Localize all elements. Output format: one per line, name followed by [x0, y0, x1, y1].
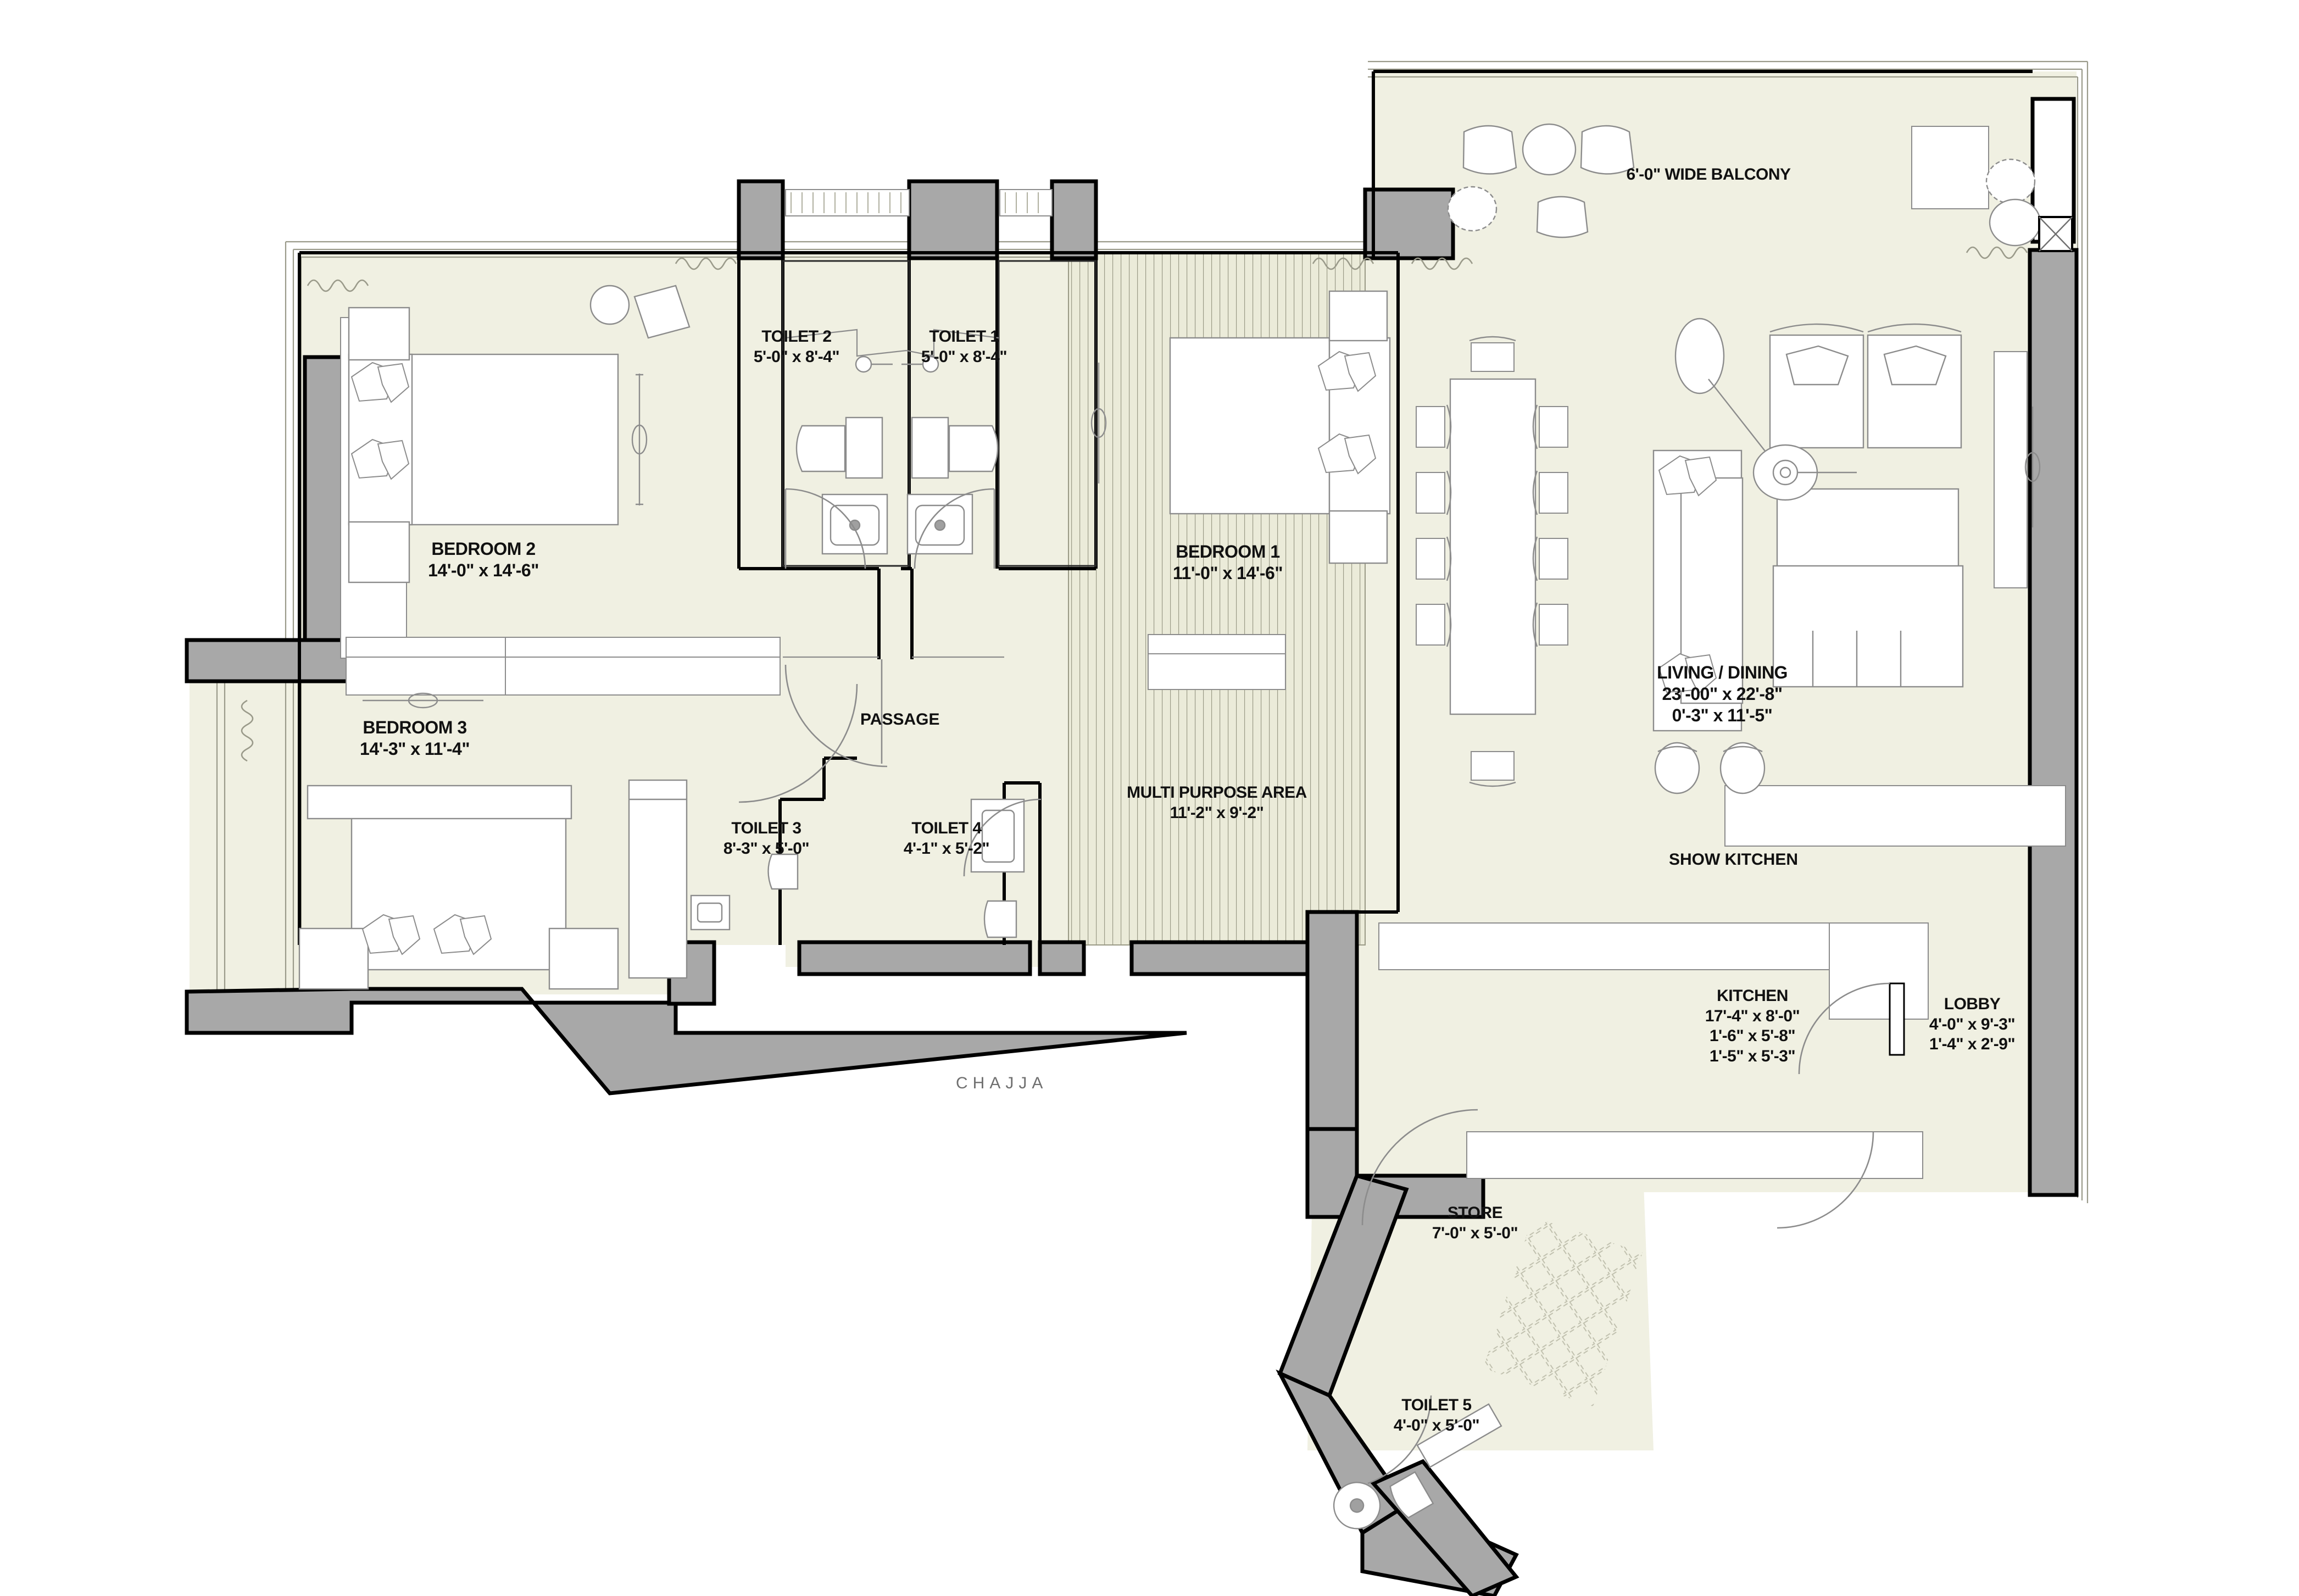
room-dimension: 23'-00" x 22'-8" — [1662, 684, 1783, 704]
room-label-multi-purpose: MULTI PURPOSE AREA 11'-2" x 9'-2" — [1079, 783, 1354, 823]
room-name: STORE — [1447, 1204, 1503, 1222]
room-label-living-dining: LIVING / DINING 23'-00" x 22'-8" 0'-3" x… — [1621, 662, 1824, 726]
curtain-symbols — [241, 246, 2028, 762]
room-name: KITCHEN — [1717, 987, 1788, 1005]
room-label-toilet1: TOILET 1 5'-0" x 8'-4" — [893, 327, 1036, 367]
room-name: LOBBY — [1944, 995, 2001, 1013]
bedroom2-furniture — [348, 285, 691, 583]
room-label-toilet2: TOILET 2 5'-0" x 8'-4" — [725, 327, 868, 367]
door-swings — [738, 488, 1890, 1484]
room-name: TOILET 5 — [1401, 1396, 1472, 1414]
room-dimension: 11'-0" x 14'-6" — [1173, 563, 1283, 583]
room-dimension-3: 1'-5" x 5'-3" — [1709, 1047, 1796, 1065]
room-dimension: 14'-0" x 14'-6" — [428, 560, 539, 581]
room-name: MULTI PURPOSE AREA — [1127, 783, 1307, 802]
bedroom3-furniture — [298, 779, 688, 990]
room-label-toilet4: TOILET 4 4'-1" x 5'-2" — [883, 819, 1010, 859]
room-name: 6'-0" WIDE BALCONY — [1626, 165, 1791, 183]
room-label-kitchen: KITCHEN 17'-4" x 8'-0" 1'-6" x 5'-8" 1'-… — [1667, 986, 1838, 1066]
room-name: TOILET 2 — [761, 327, 832, 346]
room-dimension-2: 1'-6" x 5'-8" — [1709, 1027, 1796, 1046]
room-label-toilet3: TOILET 3 8'-3" x 5'-0" — [698, 819, 835, 859]
windows — [340, 126, 2066, 1179]
room-dimension: 8'-3" x 5'-0" — [723, 839, 810, 858]
interior-thin-lines — [783, 329, 1004, 658]
room-dimension: 11'-2" x 9'-2" — [1170, 803, 1264, 822]
room-name: BEDROOM 2 — [431, 539, 536, 559]
room-dimension-2: 0'-3" x 11'-5" — [1672, 705, 1773, 726]
duct-cross — [2039, 216, 2073, 252]
room-name: TOILET 1 — [929, 327, 999, 346]
room-dimension: 4'-1" x 5'-2" — [903, 839, 990, 858]
toilet-fixtures — [690, 355, 1502, 1530]
room-name: BEDROOM 3 — [363, 718, 467, 737]
room-name: TOILET 3 — [731, 819, 801, 837]
room-dimension: 5'-0" x 8'-4" — [921, 347, 1007, 366]
balcony-furniture — [1447, 123, 2041, 247]
room-dimension: 4'-0" x 9'-3" — [1929, 1015, 2016, 1033]
structure-thin — [782, 260, 1097, 567]
room-label-bedroom1: BEDROOM 1 11'-0" x 14'-6" — [1145, 541, 1310, 584]
living-seating — [1652, 318, 1964, 732]
show-kitchen-stools — [1654, 742, 1766, 794]
room-dimension: 4'-0" x 5'-0" — [1393, 1416, 1480, 1434]
room-name: TOILET 4 — [911, 819, 982, 837]
room-dimension: 5'-0" x 8'-4" — [753, 347, 840, 366]
room-label-bedroom3: BEDROOM 3 14'-3" x 11'-4" — [330, 717, 500, 760]
dining-set — [1415, 336, 1569, 787]
room-dimension: 17'-4" x 8'-0" — [1705, 1006, 1800, 1025]
room-name: LIVING / DINING — [1657, 663, 1788, 682]
room-label-store: STORE 7'-0" x 5'-0" — [1406, 1203, 1544, 1243]
fan-symbols — [363, 363, 2041, 709]
room-label-toilet5: TOILET 5 4'-0" x 5'-0" — [1368, 1395, 1505, 1436]
room-label-bedroom2: BEDROOM 2 14'-0" x 14'-6" — [396, 538, 571, 581]
room-label-balcony: 6'-0" WIDE BALCONY — [1582, 165, 1835, 185]
bedroom1-furniture — [1169, 290, 1391, 564]
room-dimension: 7'-0" x 5'-0" — [1432, 1224, 1518, 1242]
store-floor-tiles — [1483, 1217, 1643, 1406]
room-dimension-2: 1'-4" x 2'-9" — [1929, 1035, 2016, 1054]
room-label-chajja: CHAJJA — [956, 1074, 1048, 1092]
room-name: BEDROOM 1 — [1176, 542, 1280, 561]
room-label-passage: PASSAGE — [860, 710, 940, 729]
room-label-lobby: LOBBY 4'-0" x 9'-3" 1'-4" x 2'-9" — [1901, 994, 2044, 1055]
room-dimension: 14'-3" x 11'-4" — [360, 739, 470, 759]
room-label-show-kitchen: SHOW KITCHEN — [1669, 850, 1798, 869]
